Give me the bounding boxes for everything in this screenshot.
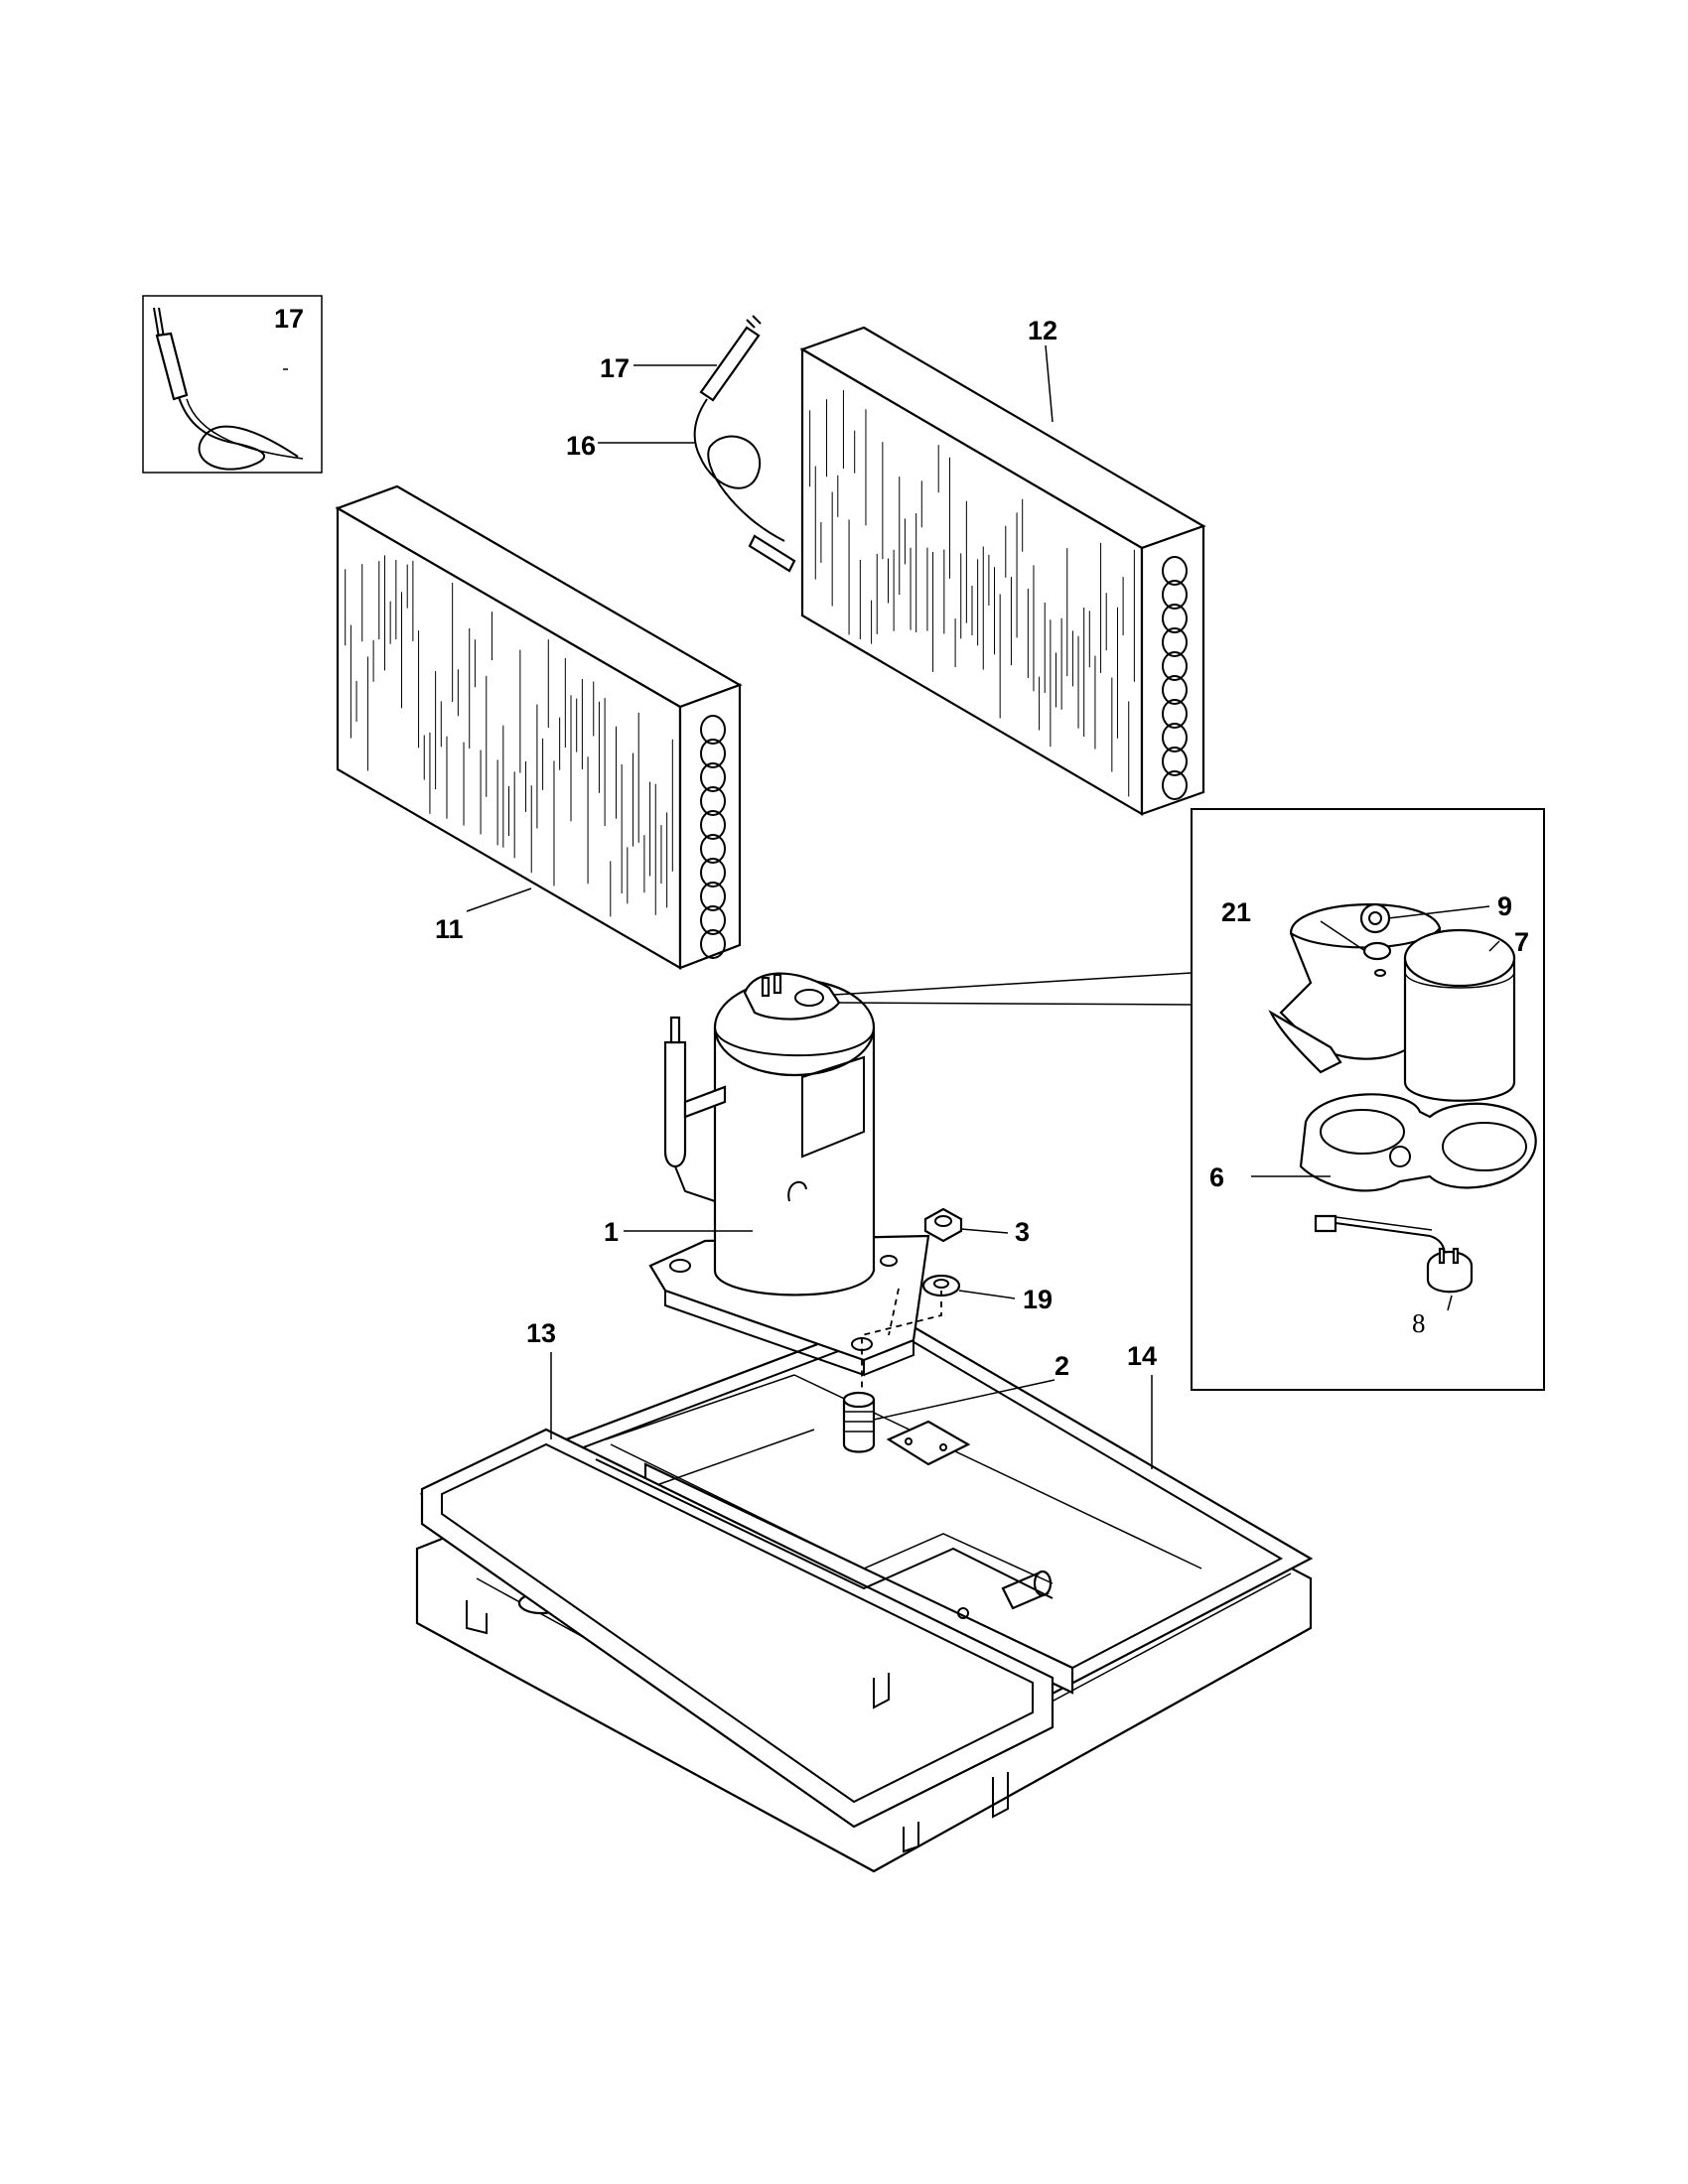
- return-bend: [1162, 580, 1188, 610]
- return-bend: [1162, 627, 1188, 657]
- callout-13: 13: [526, 1318, 556, 1348]
- callout-8: 8: [1412, 1308, 1426, 1338]
- return-bend: [1162, 604, 1188, 633]
- callout-17: 17: [600, 353, 630, 383]
- return-bend: [700, 882, 726, 911]
- return-bend: [1162, 723, 1188, 752]
- return-bend: [700, 715, 726, 745]
- capillary-tube: [693, 315, 796, 573]
- callout-12: 12: [1028, 316, 1057, 345]
- callout-14: 14: [1127, 1341, 1157, 1371]
- return-bend: [700, 762, 726, 792]
- return-bend: [700, 905, 726, 935]
- callout-9: 9: [1497, 891, 1512, 921]
- callout-7: 7: [1514, 927, 1529, 957]
- drain-tray-13: [420, 1428, 1055, 1829]
- grommet-2: [842, 1391, 876, 1453]
- callout-2: 2: [1055, 1351, 1069, 1381]
- callout-6: 6: [1209, 1162, 1224, 1192]
- callout-1: 1: [604, 1217, 619, 1247]
- callout-3: 3: [1015, 1217, 1030, 1247]
- callout-21: 21: [1221, 897, 1251, 927]
- return-bend: [1162, 651, 1188, 681]
- return-bend: [700, 810, 726, 840]
- callout-17-inset: 17: [274, 304, 304, 334]
- assembly-path: [861, 1291, 942, 1392]
- return-bend: [700, 858, 726, 887]
- return-bend: [1162, 556, 1188, 586]
- return-bend: [700, 929, 726, 959]
- return-bend: [1162, 675, 1188, 705]
- return-bend: [700, 739, 726, 768]
- callout-11: 11: [435, 914, 464, 944]
- callout-19: 19: [1023, 1285, 1053, 1314]
- coil-11: [335, 484, 743, 970]
- inset-box-capillary: [142, 295, 323, 474]
- nut-3: [923, 1207, 963, 1243]
- return-bend: [1162, 699, 1188, 729]
- inset-leader-top: [833, 972, 1193, 996]
- return-bend: [700, 786, 726, 816]
- leader-lines: [283, 344, 1500, 1469]
- return-bend: [1162, 770, 1188, 800]
- inset-box-terminal-cover: [1191, 808, 1545, 1391]
- coil-12: [799, 326, 1206, 816]
- inset-leader-bottom: [838, 1002, 1193, 1006]
- assembly-path-2: [888, 1288, 900, 1336]
- compressor-1: [648, 972, 930, 1377]
- return-bend: [1162, 747, 1188, 776]
- callout-16: 16: [566, 431, 596, 461]
- return-bend: [700, 834, 726, 864]
